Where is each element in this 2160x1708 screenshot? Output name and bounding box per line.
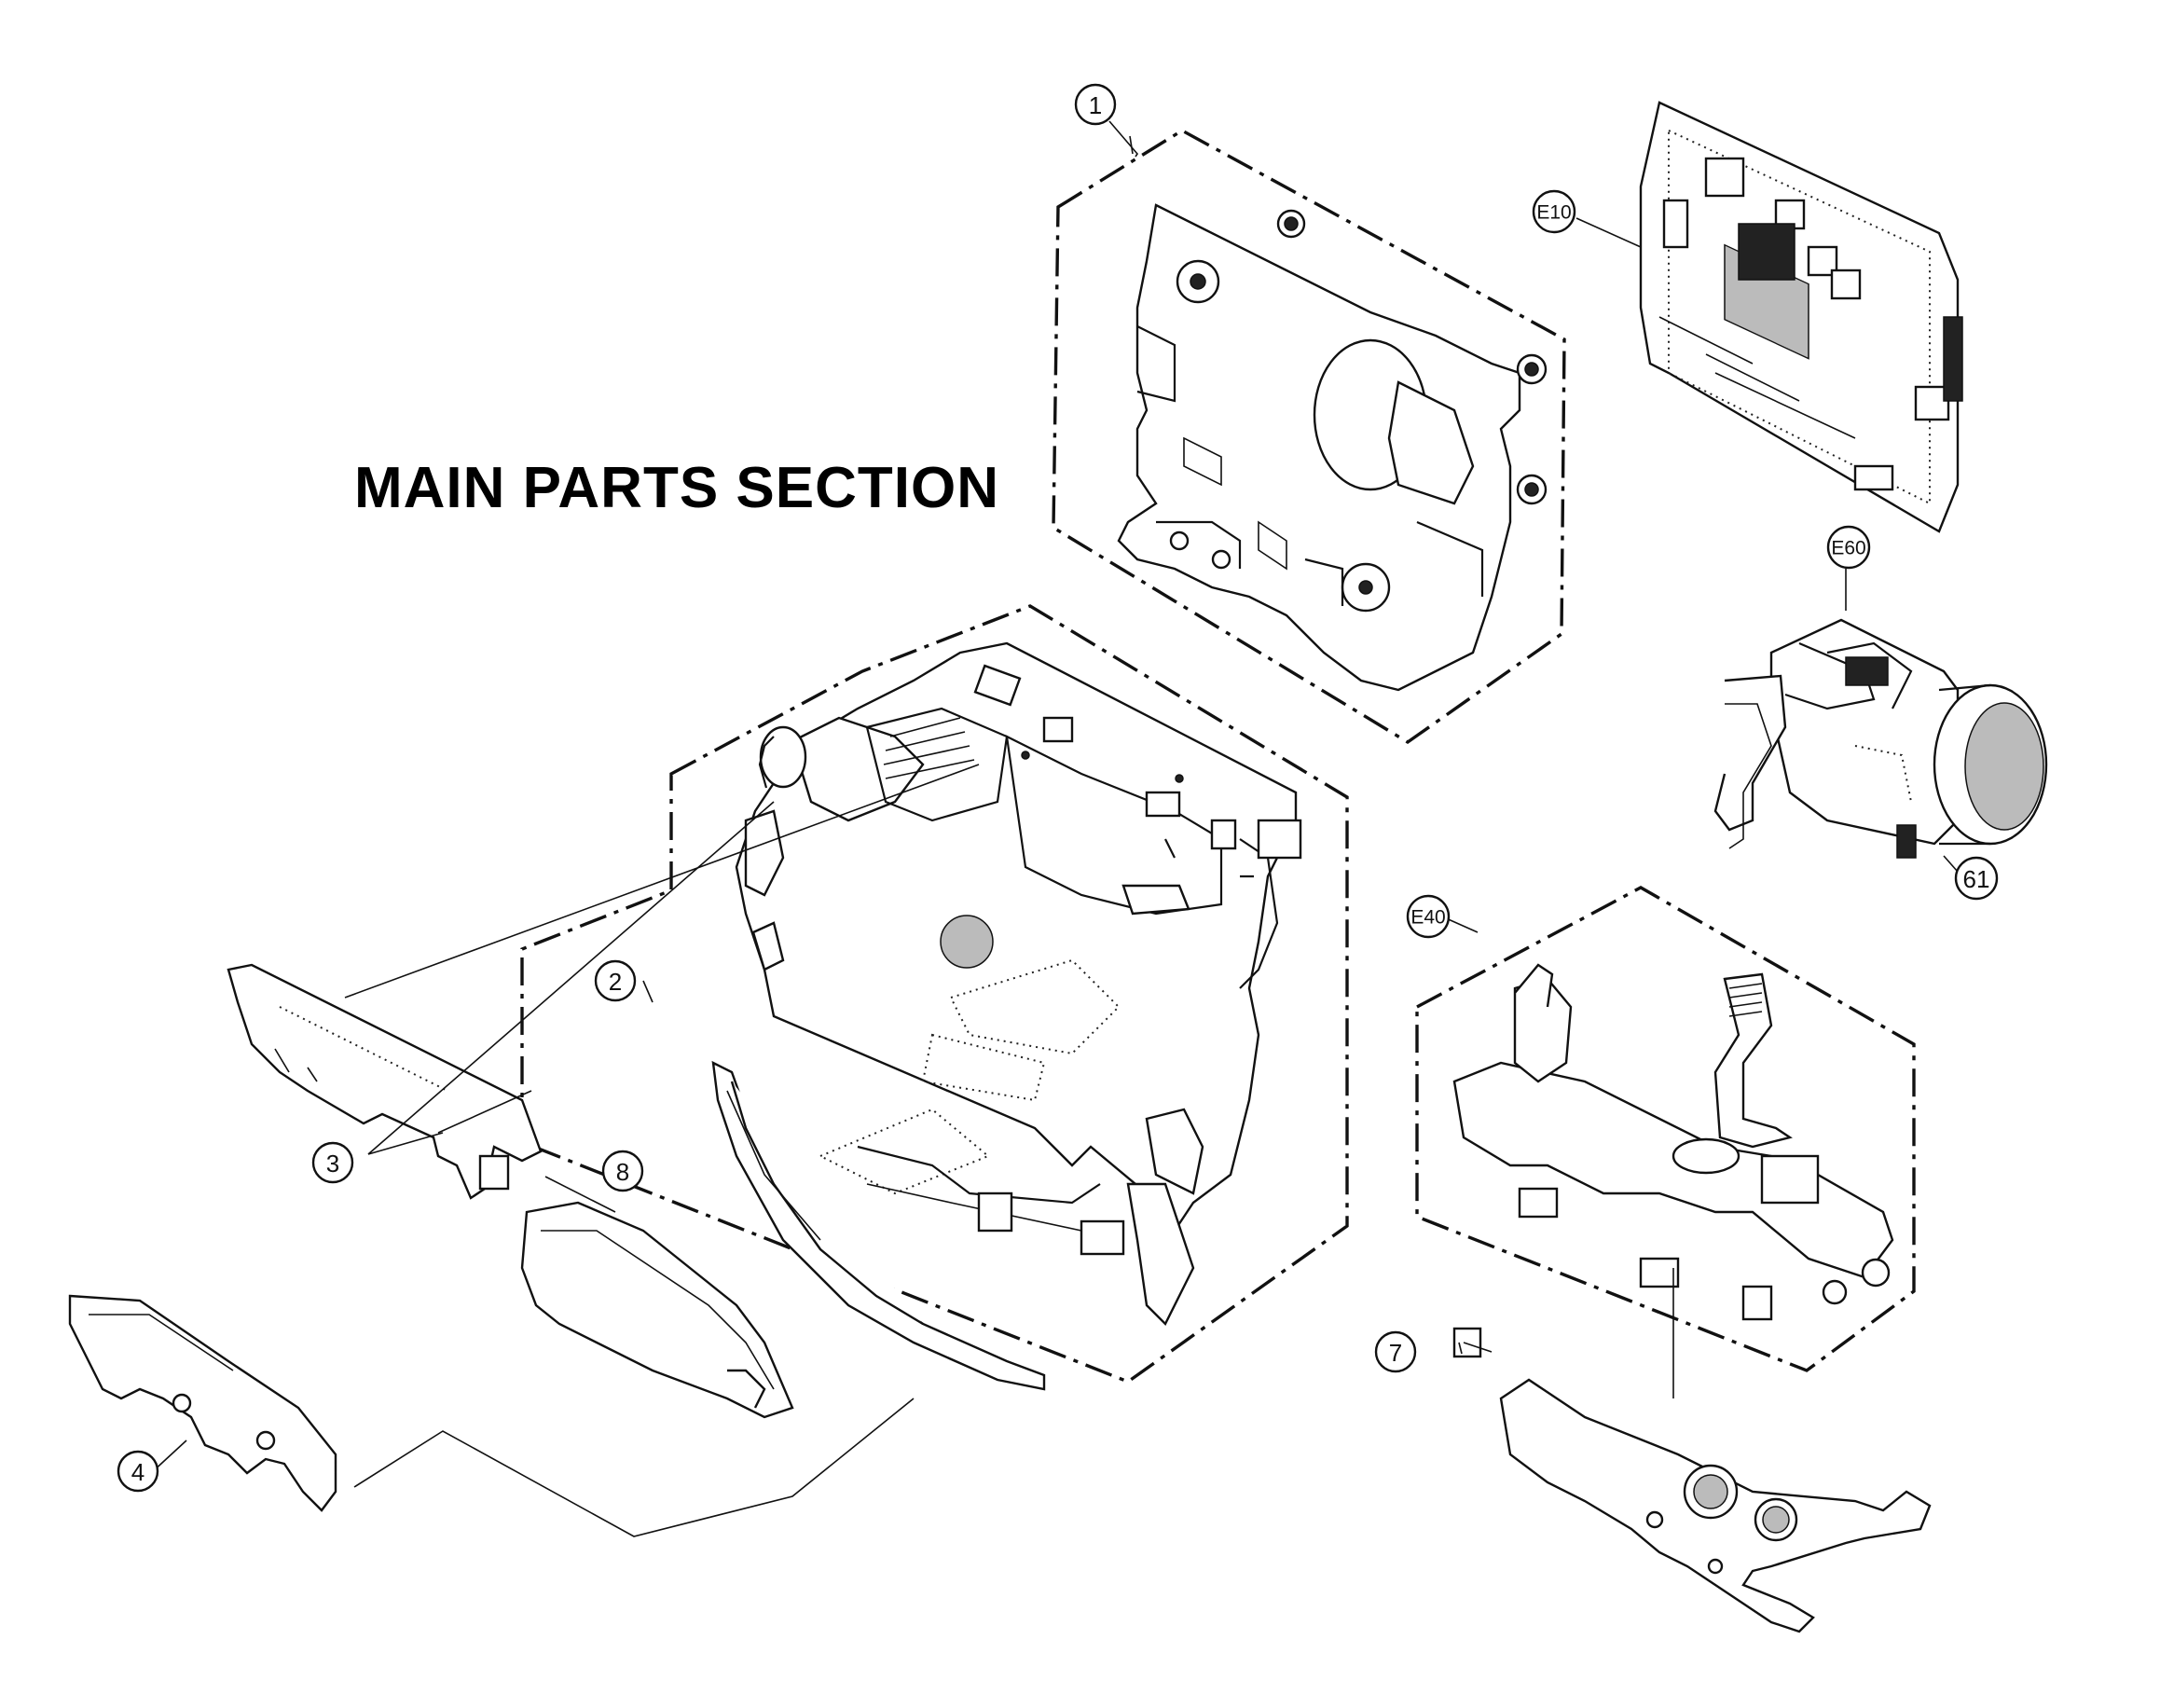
svg-text:7: 7 [1389, 1339, 1402, 1367]
svg-text:8: 8 [616, 1158, 629, 1186]
svg-text:1: 1 [1089, 91, 1102, 119]
svg-text:3: 3 [326, 1150, 339, 1178]
svg-text:61: 61 [1963, 865, 1990, 893]
callout-3: 3 [311, 1141, 354, 1184]
camera-body-group [520, 604, 1349, 1419]
callout-2: 2 [594, 959, 637, 1002]
callout-8: 8 [601, 1150, 644, 1192]
svg-text:4: 4 [131, 1458, 144, 1486]
lens-unit [1713, 569, 2048, 859]
leader-lines [150, 120, 1959, 1537]
sub-board [1452, 963, 1894, 1321]
page-title: MAIN PARTS SECTION [354, 456, 999, 520]
hand-strap [711, 1060, 1046, 1391]
mechanism-chassis [1117, 203, 1548, 692]
svg-text:E60: E60 [1831, 538, 1865, 559]
svg-text:E40: E40 [1410, 907, 1445, 929]
bracket-plate [68, 1294, 337, 1512]
top-cover-rail [227, 963, 543, 1200]
bottom-chassis-plate [1452, 1327, 1932, 1633]
callout-4: 4 [117, 1450, 159, 1493]
main-circuit-board [1639, 101, 1963, 533]
camera-body [735, 641, 1302, 1327]
callout-61: 61 [1954, 856, 1999, 901]
callout-e40: E40 [1406, 894, 1451, 939]
svg-text:2: 2 [609, 968, 622, 996]
callout-1: 1 [1074, 83, 1117, 126]
callout-7: 7 [1374, 1330, 1417, 1373]
callout-e10: E10 [1532, 189, 1576, 234]
sub-board-group [1415, 886, 1916, 1398]
callout-e60: E60 [1826, 525, 1871, 570]
grip-cover [520, 1201, 794, 1419]
svg-text:E10: E10 [1536, 202, 1571, 224]
mechanism-chassis-group [1052, 129, 1566, 745]
